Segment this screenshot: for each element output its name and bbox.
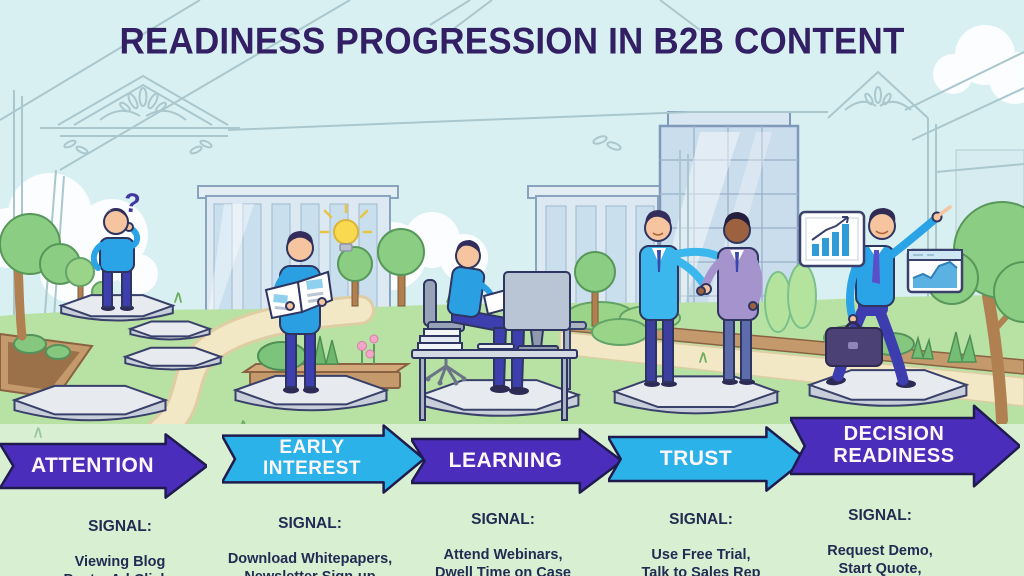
stage-arrow-early-interest: EARLY INTEREST	[222, 424, 424, 494]
signal-title: SIGNAL:	[278, 515, 342, 532]
garden	[0, 201, 1024, 431]
signal-text: Request Demo, Start Quote, Multiple Page…	[827, 543, 933, 576]
signal-text: Viewing Blog Posts, Ad Clicks	[63, 554, 176, 576]
page-title: READINESS PROGRESSION IN B2B CONTENT	[119, 20, 905, 63]
arrow-shape	[222, 424, 424, 494]
arrow-shape	[411, 428, 622, 494]
monitor	[503, 271, 571, 352]
signal-title: SIGNAL:	[471, 511, 535, 528]
line-chart-window	[906, 248, 964, 294]
bar-chart-tablet	[798, 210, 866, 268]
stage-arrow-trust: TRUST	[608, 426, 806, 492]
signal-title: SIGNAL:	[669, 511, 733, 528]
signal-attention: SIGNAL: Viewing Blog Posts, Ad Clicks	[15, 500, 225, 576]
signal-text: Use Free Trial, Talk to Sales Rep	[641, 547, 761, 576]
signal-text: Download Whitepapers, Newsletter Sign-up	[227, 551, 393, 576]
signal-title: SIGNAL:	[848, 507, 912, 524]
briefcase	[825, 321, 883, 367]
signal-title: SIGNAL:	[88, 518, 152, 535]
stage-label-learning: LEARNING	[448, 448, 563, 472]
people-trust-handshake	[639, 210, 763, 387]
stage-arrow-attention: ATTENTION	[0, 433, 207, 499]
person-decision-pointing	[798, 205, 964, 388]
question-mark-icon: ?	[122, 187, 142, 219]
signal-learning: SIGNAL: Attend Webinars, Dwell Time on C…	[396, 493, 610, 576]
stage-arrow-decision-readiness: DECISION READINESS	[790, 404, 1020, 488]
stage-label-early-interest: EARLY INTEREST	[263, 437, 361, 479]
person-learning-desk	[411, 240, 578, 421]
arrow-shape	[608, 426, 806, 492]
signal-early-interest: SIGNAL: Download Whitepapers, Newsletter…	[198, 497, 422, 576]
arrow-shape	[0, 433, 207, 499]
stage-label-trust: TRUST	[659, 446, 733, 470]
desk	[411, 271, 578, 421]
signal-trust: SIGNAL: Use Free Trial, Talk to Sales Re…	[598, 493, 804, 576]
person-early-interest-reading	[264, 203, 373, 394]
signal-text: Attend Webinars, Dwell Time on Case Stud…	[435, 547, 571, 576]
arrow-shape	[790, 404, 1020, 488]
stage-label-attention: ATTENTION	[30, 453, 155, 477]
person-attention-thinking	[90, 207, 140, 311]
book-stack	[417, 328, 463, 351]
signal-decision-readiness: SIGNAL: Request Demo, Start Quote, Multi…	[768, 489, 992, 576]
lightbulb-icon	[319, 203, 373, 252]
stage-arrow-learning: LEARNING	[411, 428, 622, 494]
stage-label-decision-readiness: DECISION READINESS	[833, 423, 955, 467]
